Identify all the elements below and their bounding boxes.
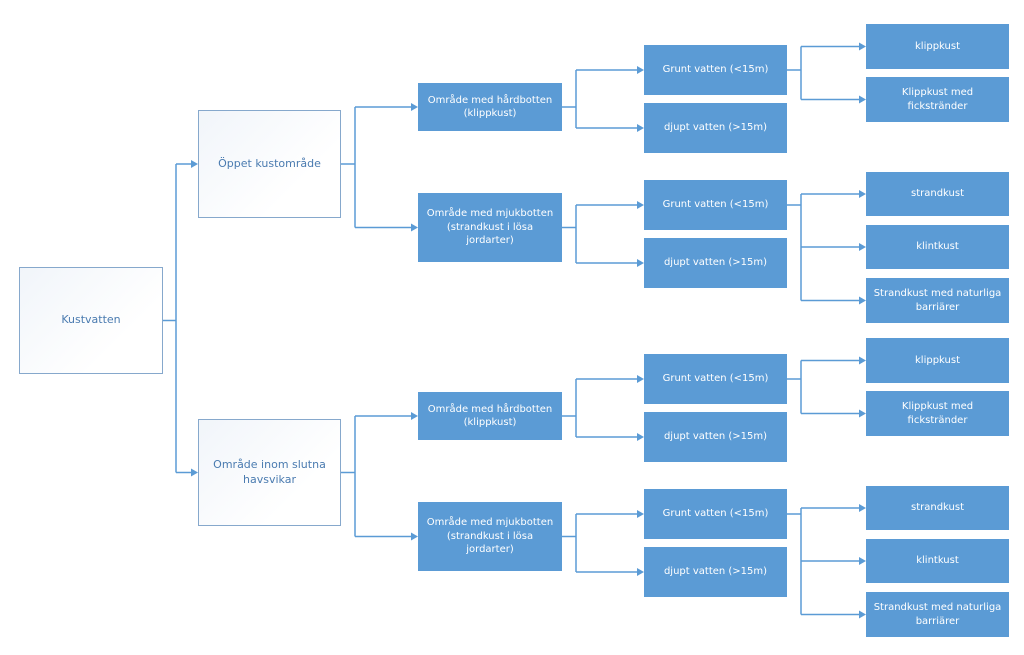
node-hardbotten: Område med hårdbotten (klippkust) [418,83,562,131]
node-label: Område med mjukbotten (strandkust i lösa… [426,208,554,247]
node-oppet-kustomrade: Öppet kustområde [198,110,341,218]
node-strandkust: strandkust [866,172,1009,216]
node-klippkust-fickstrander: Klippkust med fickstränder [866,77,1009,122]
arrowhead-icon [859,557,866,565]
arrowhead-icon [411,412,418,420]
node-kustvatten: Kustvatten [19,267,163,374]
node-djupt-vatten: djupt vatten (>15m) [644,412,787,462]
arrowhead-icon [411,532,418,541]
arrowhead-icon [191,160,198,168]
arrowhead-icon [637,433,644,441]
node-label: Klippkust med fickstränder [901,401,974,426]
node-djupt-vatten: djupt vatten (>15m) [644,103,787,153]
node-label: klippkust [915,40,960,52]
node-label: Kustvatten [61,313,121,327]
arrowhead-icon [859,356,866,365]
node-hardbotten: Område med hårdbotten (klippkust) [418,392,562,440]
arrowhead-icon [859,42,866,51]
node-label: Strandkust med naturliga barriärer [873,602,1002,627]
node-label: Grunt vatten (<15m) [662,64,769,76]
node-label: Grunt vatten (<15m) [662,373,769,385]
node-mjukbotten: Område med mjukbotten (strandkust i lösa… [418,193,562,262]
node-klippkust: klippkust [866,338,1009,383]
node-grunt-vatten: Grunt vatten (<15m) [644,354,787,404]
node-label: Grunt vatten (<15m) [662,199,769,211]
node-strandkust: strandkust [866,486,1009,530]
node-label: Klippkust med fickstränder [901,87,974,112]
node-grunt-vatten: Grunt vatten (<15m) [644,489,787,539]
node-label: klippkust [915,354,960,366]
arrowhead-icon [637,568,644,576]
node-label: Område med hårdbotten (klippkust) [427,403,553,429]
node-label: Strandkust med naturliga barriärer [873,288,1002,313]
node-label: Område inom slutna havsvikar [213,457,326,486]
node-djupt-vatten: djupt vatten (>15m) [644,238,787,288]
arrowhead-icon [637,201,644,209]
node-strandkust-barriarer: Strandkust med naturliga barriärer [866,592,1009,637]
node-label: Öppet kustområde [218,156,321,170]
arrowhead-icon [859,610,866,619]
node-label: strandkust [910,502,964,514]
node-label: Område med mjukbotten (strandkust i lösa… [426,517,554,556]
node-label: Område med hårdbotten (klippkust) [427,94,553,120]
node-label: klintkust [916,555,959,567]
node-klintkust: klintkust [866,539,1009,583]
node-klippkust: klippkust [866,24,1009,69]
arrowhead-icon [859,504,866,512]
arrowhead-icon [859,296,866,305]
arrowhead-icon [637,510,644,518]
arrowhead-icon [859,190,866,198]
arrowhead-icon [411,223,418,232]
arrowhead-icon [191,468,198,477]
arrowhead-icon [859,95,866,104]
node-label: djupt vatten (>15m) [663,566,768,578]
arrowhead-icon [859,409,866,418]
node-djupt-vatten: djupt vatten (>15m) [644,547,787,597]
arrowhead-icon [637,66,644,74]
node-grunt-vatten: Grunt vatten (<15m) [644,45,787,95]
node-klintkust: klintkust [866,225,1009,269]
node-strandkust-barriarer: Strandkust med naturliga barriärer [866,278,1009,323]
node-label: strandkust [910,188,964,200]
node-grunt-vatten: Grunt vatten (<15m) [644,180,787,230]
node-label: Grunt vatten (<15m) [662,508,769,520]
arrowhead-icon [859,243,866,251]
node-mjukbotten: Område med mjukbotten (strandkust i lösa… [418,502,562,571]
node-label: djupt vatten (>15m) [663,122,768,134]
node-slutna-havsvikar: Område inom slutna havsvikar [198,419,341,526]
arrowhead-icon [637,259,644,267]
node-label: djupt vatten (>15m) [663,431,768,443]
node-label: klintkust [916,241,959,253]
arrowhead-icon [411,103,418,111]
arrowhead-icon [637,375,644,383]
node-label: djupt vatten (>15m) [663,257,768,269]
node-klippkust-fickstrander: Klippkust med fickstränder [866,391,1009,436]
arrowhead-icon [637,124,644,132]
